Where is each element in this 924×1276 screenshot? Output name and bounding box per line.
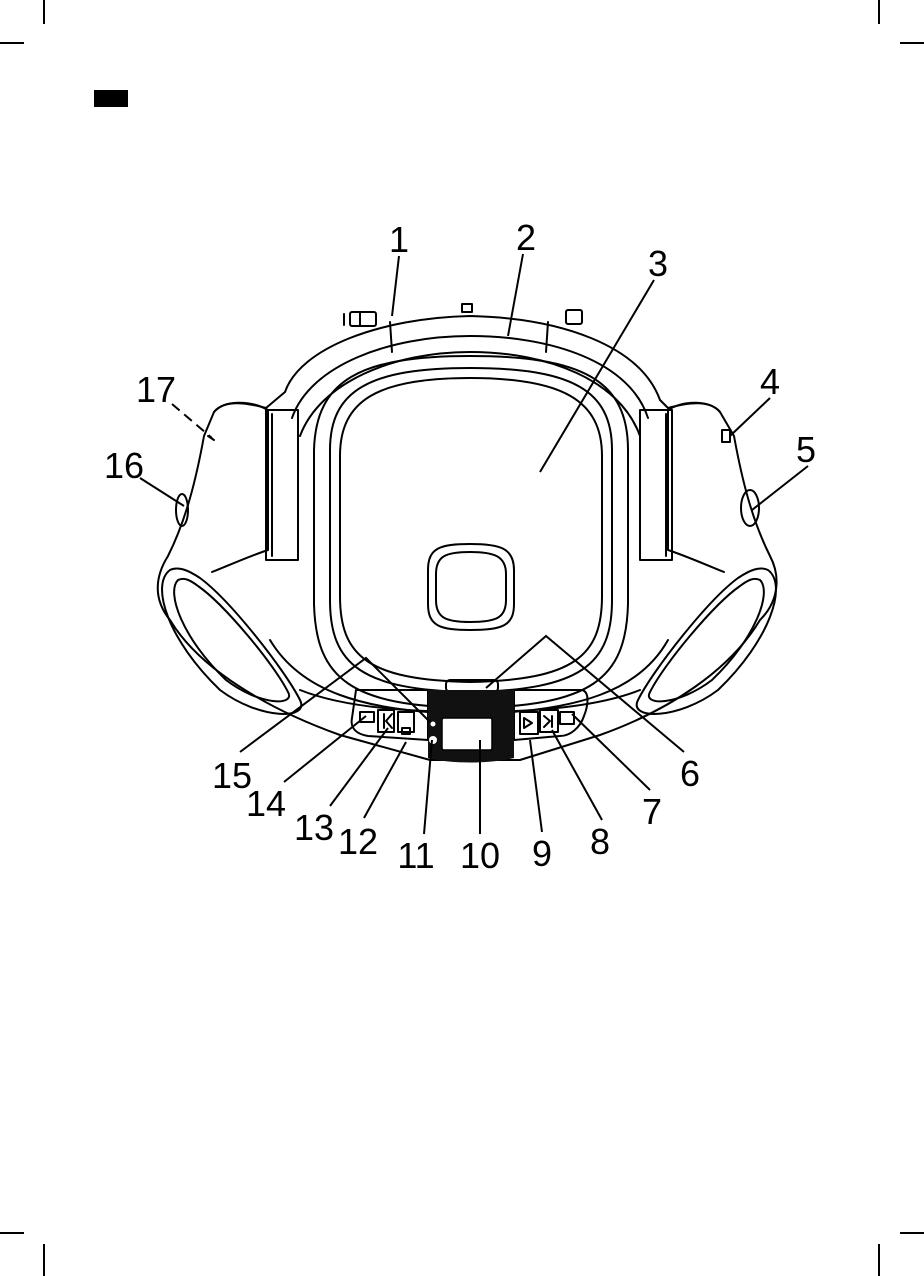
callout-8: 8 (590, 821, 610, 862)
leader-7 (572, 714, 650, 790)
play-pause-icon (524, 718, 532, 728)
callout-4: 4 (760, 361, 780, 402)
right-speaker (637, 568, 776, 714)
callout-1: 1 (389, 219, 409, 260)
callout-6: 6 (680, 753, 700, 794)
right-speaker-inner (649, 579, 764, 702)
bluetooth-indicator (429, 736, 437, 744)
left-handle-slot (266, 410, 298, 560)
leader-14 (284, 716, 366, 782)
callout-12: 12 (338, 821, 378, 862)
leader-2 (508, 254, 523, 336)
function-knob (741, 490, 759, 526)
leader-4 (730, 398, 770, 436)
callout-11: 11 (397, 835, 434, 876)
leader-3 (540, 280, 654, 472)
program-button (560, 712, 574, 724)
callout-16: 16 (104, 445, 144, 486)
leader-1 (392, 256, 399, 316)
lcd-display-panel (428, 690, 514, 763)
ridge-line (390, 322, 392, 352)
lid-center-button-inner (436, 552, 506, 622)
lcd-display (442, 718, 492, 750)
callout-9: 9 (532, 833, 552, 874)
next-icon (544, 716, 552, 727)
right-side-panel (668, 403, 724, 572)
telescopic-antenna (344, 304, 582, 326)
left-speaker (162, 568, 301, 714)
leader-5 (752, 466, 808, 510)
leader-8 (552, 730, 602, 820)
callout-3: 3 (648, 243, 668, 284)
lid-center-button (428, 544, 514, 630)
cd-lid (330, 368, 612, 692)
mode-button (360, 712, 374, 722)
callout-13: 13 (294, 807, 334, 848)
prev-icon (384, 714, 392, 728)
power-indicator (431, 722, 436, 727)
callout-10: 10 (460, 835, 500, 876)
leader-16 (140, 478, 184, 506)
callout-5: 5 (796, 429, 816, 470)
ridge-line (546, 322, 548, 352)
callout-2: 2 (516, 217, 536, 258)
left-side-panel (212, 403, 268, 572)
aux-input-jack (722, 430, 730, 442)
callout-7: 7 (642, 791, 662, 832)
play-pause-button (520, 712, 538, 734)
cd-lid-inner (340, 378, 602, 682)
callout-15: 15 (212, 755, 252, 796)
left-speaker-inner (174, 579, 289, 702)
callout-17: 17 (136, 369, 176, 410)
